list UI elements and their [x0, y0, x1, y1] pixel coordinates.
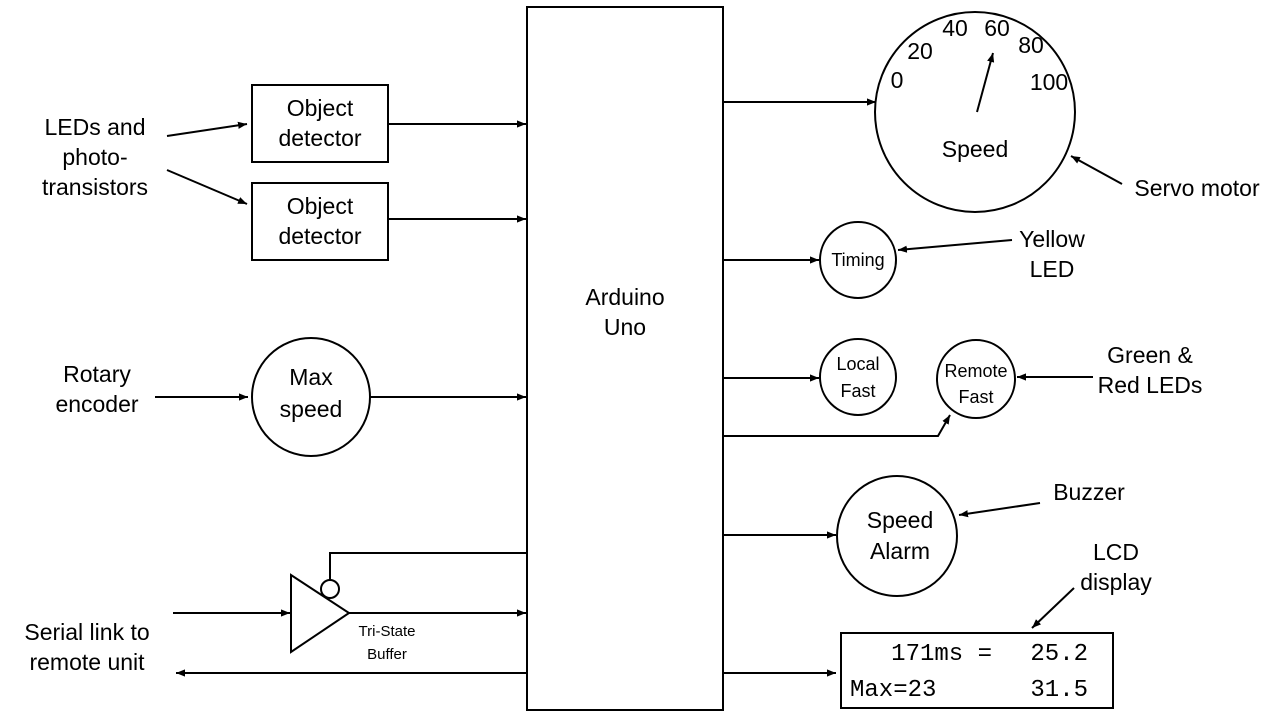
lcd-display	[840, 632, 1114, 709]
gauge-needle	[976, 52, 995, 113]
tri-state-buffer	[290, 573, 351, 654]
gauge-label: Speed	[942, 136, 1009, 162]
object-detector-2-line1: Object	[287, 193, 354, 219]
buffer-label-line1: Tri-State	[359, 623, 416, 640]
leds-label-line1: LEDs and	[44, 114, 145, 140]
servo-pointer-arrow	[1070, 155, 1123, 185]
buffer-label-line2: Buffer	[367, 646, 407, 663]
remote-fast-line1: Remote	[944, 361, 1007, 381]
buzzer-arrow	[958, 502, 1041, 518]
timing-label: Timing	[831, 250, 884, 270]
gauge-tick-80: 80	[1018, 32, 1044, 58]
gauge-tick-100: 100	[1030, 69, 1068, 95]
lcd-pointer-arrow	[1031, 587, 1075, 629]
yellow-led-arrow	[897, 239, 1013, 253]
remote-fast-line2: Fast	[958, 387, 993, 407]
gauge-tick-0: 0	[891, 67, 904, 93]
leds-arrow-1	[166, 121, 248, 137]
gauge-tick-20: 20	[907, 38, 933, 64]
serial-label-line2: remote unit	[29, 649, 145, 675]
object-detector-1-line1: Object	[287, 95, 354, 121]
local-fast-led	[819, 338, 897, 416]
speed-alarm-line1: Speed	[867, 507, 934, 533]
speed-alarm-buzzer	[836, 475, 958, 597]
remote-fast-arrow	[723, 414, 951, 437]
object-detector-1	[251, 84, 389, 163]
leds-arrow-2	[166, 169, 248, 205]
green-red-leds-line2: Red LEDs	[1098, 372, 1203, 398]
yellow-led-line1: Yellow	[1019, 226, 1085, 252]
leds-label-line3: transistors	[42, 174, 148, 200]
arduino-label-line2: Uno	[604, 314, 646, 340]
gauge-tick-40: 40	[942, 15, 968, 41]
local-fast-line2: Fast	[840, 381, 875, 401]
speed-gauge	[874, 11, 1076, 213]
buffer-enable-wire	[329, 552, 527, 580]
rotary-label-line1: Rotary	[63, 361, 131, 387]
yellow-led-line2: LED	[1030, 256, 1075, 282]
rotary-label-line2: encoder	[55, 391, 138, 417]
lcd-row1-left: 171ms =	[891, 641, 992, 668]
max-speed-line1: Max	[289, 364, 333, 390]
timing-led	[819, 221, 897, 299]
max-speed-line2: speed	[280, 396, 343, 422]
leds-label-line2: photo-	[62, 144, 127, 170]
green-red-leds-line1: Green &	[1107, 342, 1193, 368]
servo-motor-label: Servo motor	[1134, 175, 1260, 201]
buffer-enable-bubble	[320, 579, 340, 599]
object-detector-2	[251, 182, 389, 261]
lcd-label-line2: display	[1080, 569, 1152, 595]
arduino-label-line1: Arduino	[585, 284, 664, 310]
speed-alarm-line2: Alarm	[870, 538, 930, 564]
lcd-row2-left: Max=23	[850, 677, 936, 704]
lcd-row2-right: 31.5	[1030, 677, 1088, 704]
buzzer-label: Buzzer	[1053, 479, 1125, 505]
lcd-label-line1: LCD	[1093, 539, 1139, 565]
arduino-uno-block	[526, 6, 724, 711]
serial-label-line1: Serial link to	[24, 619, 149, 645]
local-fast-line1: Local	[836, 354, 879, 374]
gauge-tick-60: 60	[984, 15, 1010, 41]
lcd-row1-right: 25.2	[1030, 641, 1088, 668]
object-detector-1-line2: detector	[278, 125, 361, 151]
object-detector-2-line2: detector	[278, 223, 361, 249]
remote-fast-led	[936, 339, 1016, 419]
